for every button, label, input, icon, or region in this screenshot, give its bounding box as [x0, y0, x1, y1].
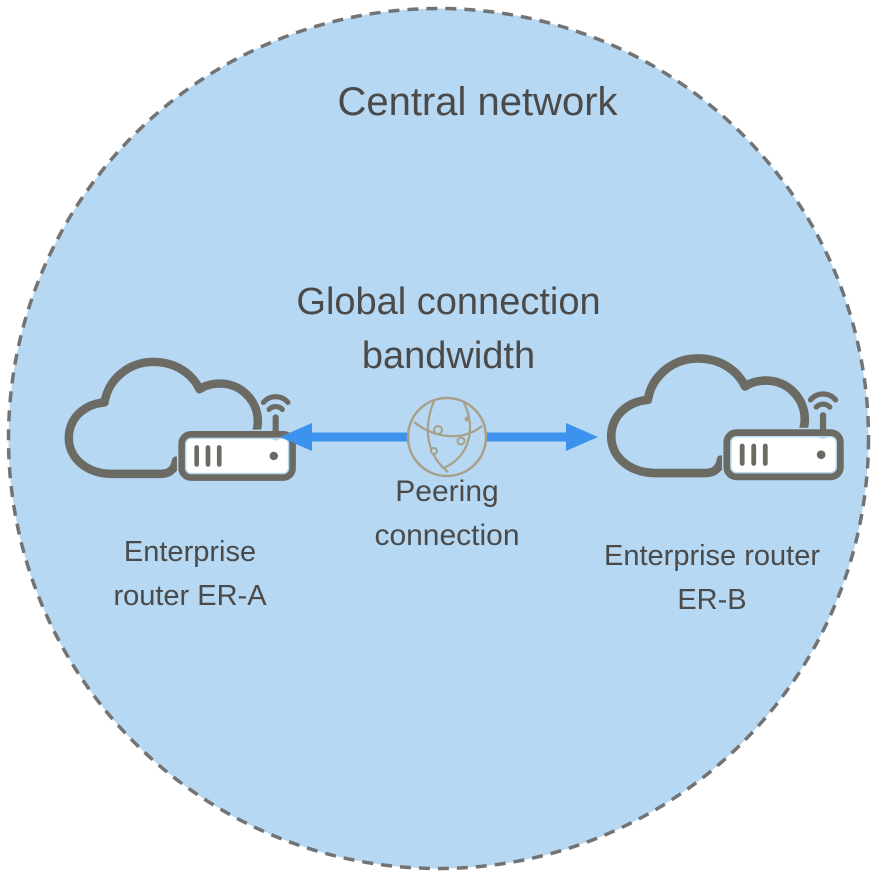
peering-connection-label: Peering connection: [374, 475, 520, 552]
globe-node: [430, 447, 438, 455]
router-led-dot: [269, 451, 279, 461]
enterprise-router-a-icon: [64, 357, 298, 483]
diagram-title: Central network: [337, 80, 618, 124]
globe-node: [456, 436, 466, 446]
wifi-arc-icon: [260, 394, 291, 405]
router-a-label: Enterprise router ER-A: [113, 536, 267, 612]
wifi-arc-icon: [813, 401, 833, 410]
globe-curve: [426, 400, 449, 473]
enterprise-router-b-icon: [606, 354, 846, 482]
globe-node-dot: [464, 416, 470, 422]
router-device-icon: [723, 429, 844, 481]
bandwidth-label: Global connection bandwidth: [296, 281, 601, 377]
wifi-arc-icon: [266, 403, 285, 413]
globe-curve: [413, 421, 483, 438]
globe-node: [433, 425, 443, 435]
globe-curve: [443, 402, 471, 469]
arrow-head-right: [566, 423, 598, 451]
router-led-dot: [816, 450, 826, 460]
cloud-icon: [606, 354, 810, 478]
cloud-icon: [64, 357, 263, 479]
arrow-head-left: [280, 423, 312, 451]
router-b-label: Enterprise router ER-B: [604, 540, 820, 616]
globe-network-icon: [406, 396, 488, 478]
wifi-arc-icon: [807, 391, 839, 403]
router-device-icon: [178, 431, 296, 481]
